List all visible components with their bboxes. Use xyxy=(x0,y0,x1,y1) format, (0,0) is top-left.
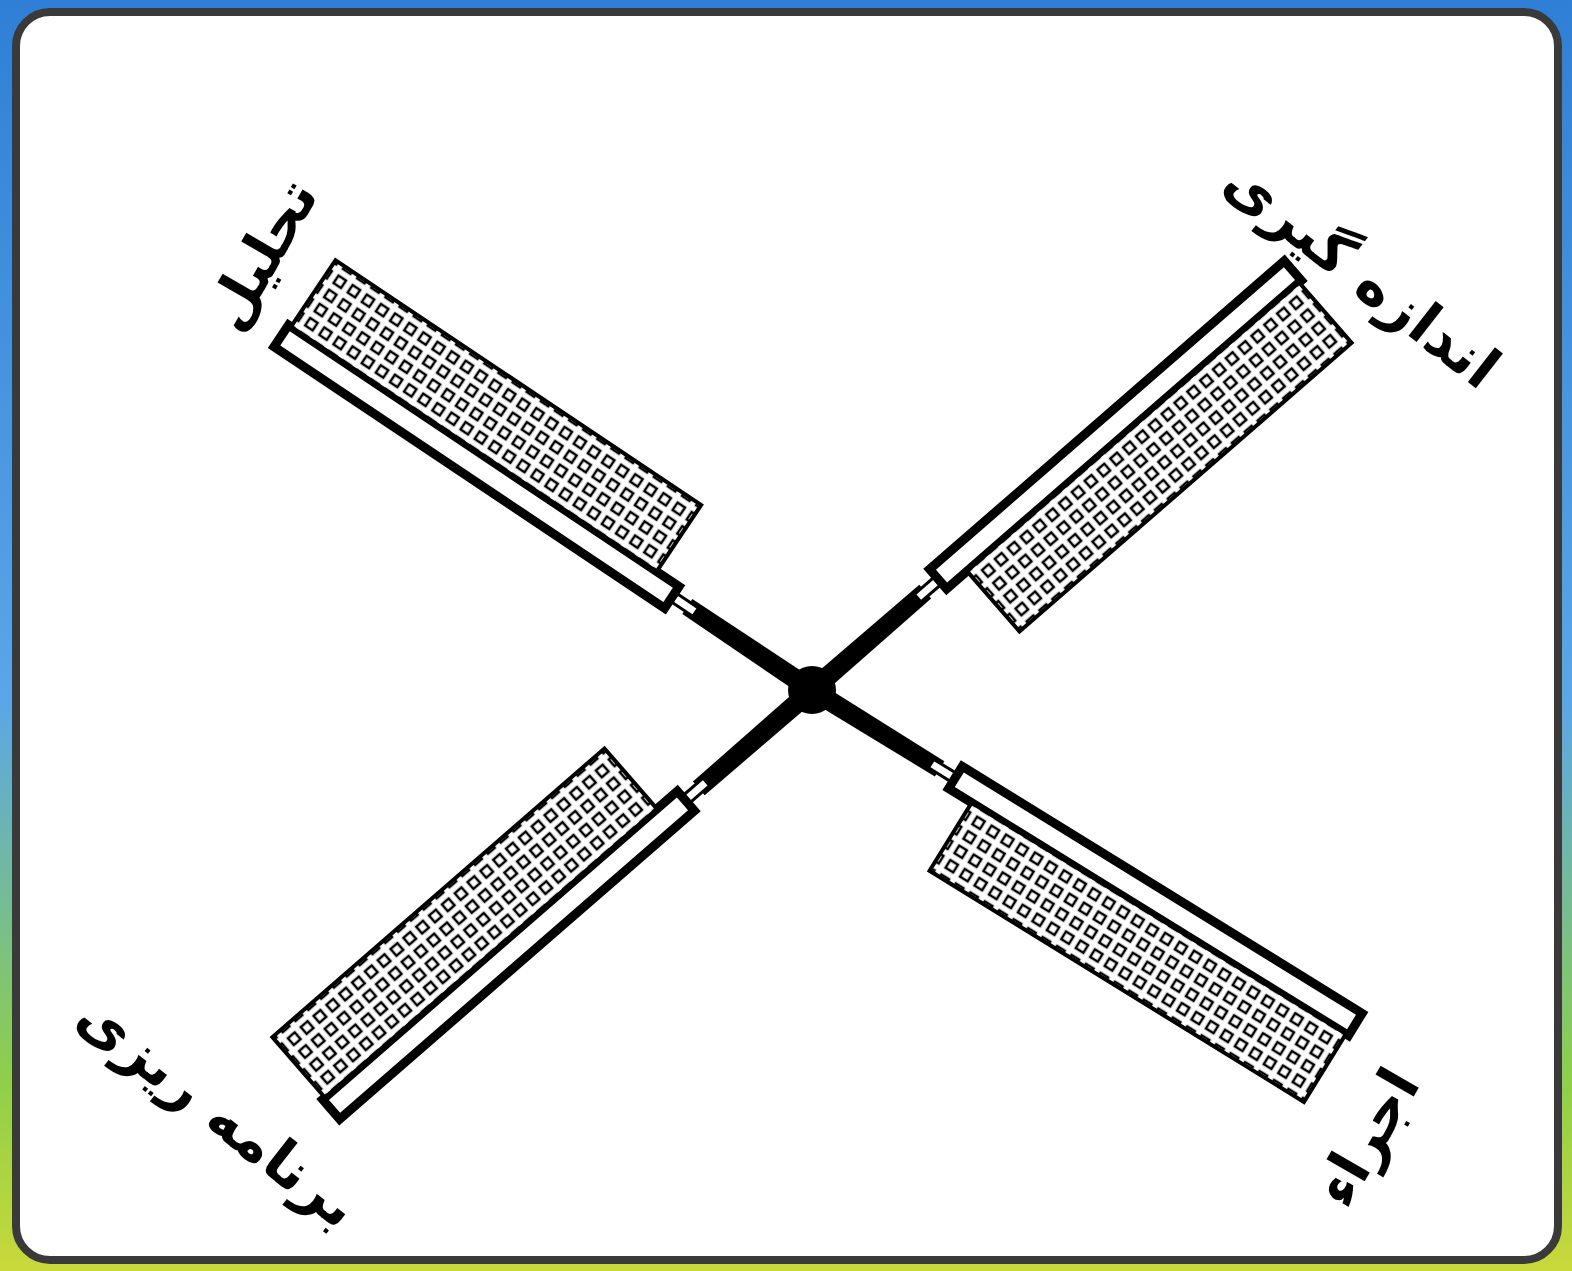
blade xyxy=(803,261,1354,760)
blade xyxy=(270,621,821,1120)
slide-frame xyxy=(12,8,1562,1264)
blade xyxy=(764,678,1363,1103)
hub xyxy=(788,666,836,714)
blade xyxy=(274,259,863,702)
